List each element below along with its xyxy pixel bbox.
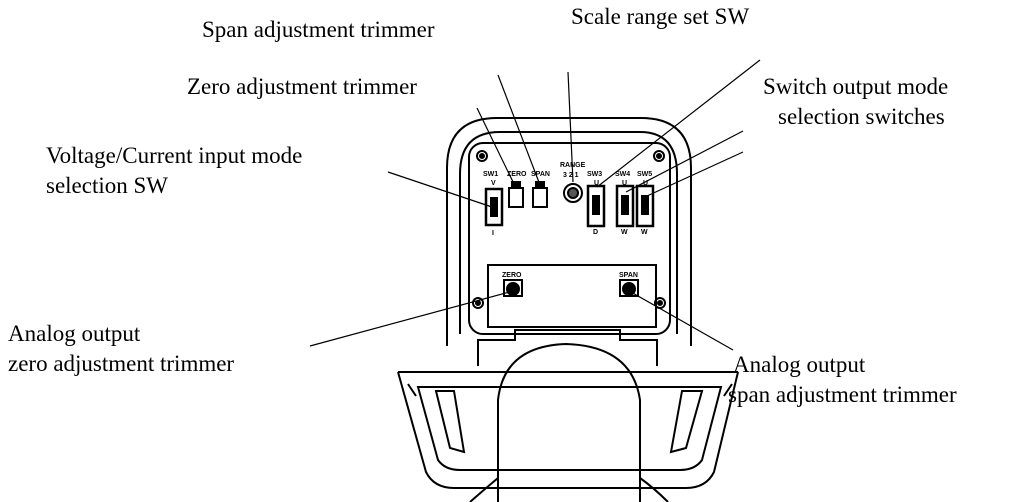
label-lower-span: SPAN bbox=[619, 272, 638, 279]
callout-span-adjustment-trimmer: Span adjustment trimmer bbox=[202, 15, 435, 45]
span-trimmer-upper[interactable] bbox=[532, 187, 548, 208]
label-sw5-bottom: W bbox=[641, 229, 648, 236]
lid-outer bbox=[446, 117, 692, 346]
label-sw1-top: V bbox=[491, 180, 496, 187]
lower-plate bbox=[487, 264, 657, 328]
label-sw4: SW4 bbox=[615, 171, 630, 178]
callout-analog-span: Analog output span adjustment trimmer bbox=[728, 350, 957, 410]
label-sw1-bottom: I bbox=[492, 230, 494, 237]
label-lower-zero: ZERO bbox=[502, 272, 522, 279]
label-sw5: SW5 bbox=[637, 171, 652, 178]
callout-analog-zero-line1: Analog output bbox=[8, 321, 141, 346]
callout-voltage-current-line2: selection SW bbox=[46, 173, 168, 198]
callout-zero-adjustment-trimmer: Zero adjustment trimmer bbox=[187, 72, 417, 102]
label-zero: ZERO bbox=[507, 171, 527, 178]
label-range-positions: 3 2 1 bbox=[563, 172, 579, 179]
label-sw1: SW1 bbox=[483, 171, 498, 178]
panel-plate bbox=[468, 142, 671, 335]
label-range: RANGE bbox=[560, 162, 586, 169]
zero-trimmer-upper[interactable] bbox=[508, 187, 524, 208]
hinge-block bbox=[477, 329, 658, 366]
callout-analog-span-line2: span adjustment trimmer bbox=[728, 382, 957, 407]
sw5-switch[interactable] bbox=[635, 184, 655, 228]
dome bbox=[497, 342, 641, 502]
callout-analog-span-line1: Analog output bbox=[733, 352, 866, 377]
callout-analog-zero-line2: zero adjustment trimmer bbox=[8, 351, 235, 376]
callout-voltage-current-input: Voltage/Current input mode selection SW bbox=[46, 141, 302, 201]
leader-lines bbox=[309, 59, 761, 351]
sw4-switch[interactable] bbox=[615, 184, 635, 228]
callout-scale-range-set-sw: Scale range set SW bbox=[571, 2, 749, 32]
housing-outer bbox=[397, 371, 739, 489]
label-sw3: SW3 bbox=[587, 171, 602, 178]
sw1-switch[interactable] bbox=[484, 187, 504, 227]
label-span: SPAN bbox=[531, 171, 550, 178]
label-sw4-top: U bbox=[622, 180, 627, 187]
label-sw5-top: U bbox=[643, 180, 648, 187]
range-dial[interactable] bbox=[563, 183, 583, 203]
label-sw4-bottom: W bbox=[621, 229, 628, 236]
panel-labels: SW1 V I ZERO SPAN RANGE 3 2 1 SW3 U D SW… bbox=[483, 162, 652, 279]
lid-inner bbox=[459, 131, 678, 334]
callout-switch-output-line2: selection switches bbox=[778, 104, 945, 129]
sw3-switch[interactable] bbox=[586, 184, 606, 228]
callout-span-adjustment-text: Span adjustment trimmer bbox=[202, 17, 435, 42]
callout-switch-output-line1: Switch output mode bbox=[763, 74, 949, 99]
callout-scale-range-text: Scale range set SW bbox=[571, 4, 750, 29]
label-sw3-bottom: D bbox=[593, 229, 598, 236]
callout-zero-adjustment-text: Zero adjustment trimmer bbox=[187, 74, 417, 99]
callout-switch-output-mode: Switch output mode selection switches bbox=[763, 72, 948, 132]
callout-voltage-current-line1: Voltage/Current input mode bbox=[46, 143, 303, 168]
label-sw3-top: U bbox=[594, 180, 599, 187]
callout-analog-zero: Analog output zero adjustment trimmer bbox=[8, 319, 234, 379]
